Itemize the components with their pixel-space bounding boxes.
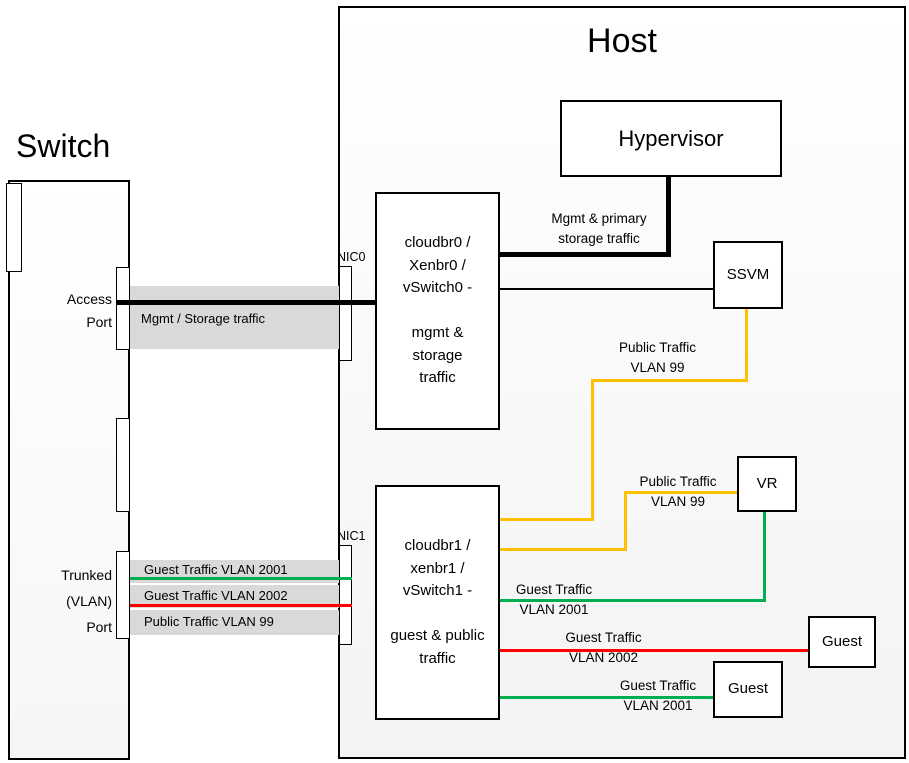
cloudbr1-box: cloudbr1 / xenbr1 / vSwitch1 - guest & p…: [375, 485, 500, 720]
public-vr-label: Public Traffic VLAN 99: [639, 474, 717, 509]
access-port-label: Access Port: [66, 291, 112, 330]
mgmt-storage-line: [117, 300, 378, 305]
ssvm-box: SSVM: [713, 241, 783, 309]
guest-vr-label: Guest Traffic VLAN 2001: [515, 582, 593, 617]
ssvm-public-line-to-bridge: [500, 518, 594, 521]
switch-uplink-port: [6, 183, 22, 272]
mgmt-storage-band: [130, 286, 347, 349]
cloudbr0-box: cloudbr0 / Xenbr0 / vSwitch0 - mgmt & st…: [375, 192, 500, 430]
nic0-port: [339, 266, 352, 361]
cloudbr0-ssvm-line: [500, 288, 714, 290]
nic1-port: [339, 545, 352, 645]
hypervisor-box: Hypervisor: [560, 100, 782, 177]
nic0-label: NIC0: [337, 250, 366, 264]
trunk-port: [116, 551, 130, 639]
vlan99-band: [130, 610, 348, 635]
mgmt-primary-label: Mgmt & primary storage traffic: [551, 211, 647, 246]
vlan2002-band: [130, 585, 348, 608]
trunk-vlan2002-line: [130, 604, 352, 607]
access-port: [116, 267, 130, 350]
ssvm-public-line-horizontal: [591, 379, 748, 382]
guest-vlan2002-line: [500, 649, 808, 652]
vlan2001-band-label: Guest Traffic VLAN 2001: [144, 562, 288, 577]
trunk-port-label: Trunked (VLAN) Port: [61, 567, 112, 635]
vr-guest-vlan2001-drop: [763, 512, 766, 602]
switch-box: [8, 180, 130, 760]
vr-guest-vlan2001-line: [500, 599, 766, 602]
guest2-box: Guest: [713, 661, 783, 718]
guest1-box: Guest: [808, 616, 876, 668]
unused-port: [116, 418, 130, 512]
public-ssvm-label: Public Traffic VLAN 99: [618, 340, 697, 375]
vr-box: VR: [737, 456, 797, 512]
guest-vlan2001-line: [500, 696, 713, 699]
vr-public-line-to-vr: [624, 491, 737, 494]
nic1-label: NIC1: [337, 529, 366, 543]
hypervisor-mgmt-line-horizontal: [500, 252, 671, 257]
hypervisor-mgmt-line-vertical: [666, 177, 671, 257]
ssvm-public-line-drop: [591, 379, 594, 521]
trunk-vlan2001-line: [130, 577, 352, 580]
vr-public-line-rise: [624, 491, 627, 551]
vlan99-band-label: Public Traffic VLAN 99: [144, 614, 274, 629]
vlan2002-band-label: Guest Traffic VLAN 2002: [144, 588, 288, 603]
ssvm-public-line-vertical: [745, 309, 748, 381]
mgmt-storage-band-label: Mgmt / Storage traffic: [141, 311, 266, 326]
guest-vlan2002-label: Guest Traffic VLAN 2002: [565, 630, 642, 665]
guest-vlan2001-label: Guest Traffic VLAN 2001: [619, 678, 697, 713]
switch-title: Switch: [16, 128, 111, 164]
vr-public-line-from-bridge: [500, 548, 627, 551]
host-title: Host: [587, 22, 657, 60]
